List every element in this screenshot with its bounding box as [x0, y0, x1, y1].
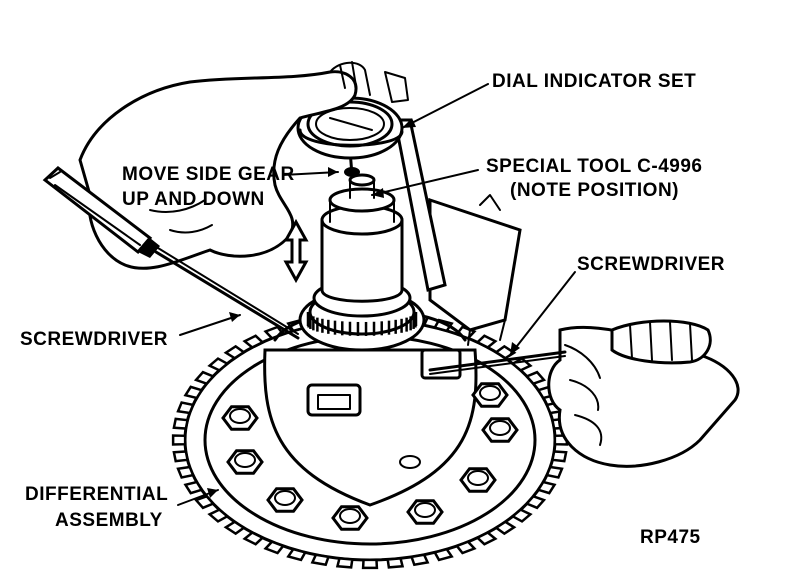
gear-tooth — [432, 547, 454, 562]
right-screwdriver — [428, 319, 712, 375]
gear-tooth — [335, 557, 354, 569]
bolt-head — [226, 449, 264, 475]
label-differential-line2: ASSEMBLY — [55, 510, 163, 531]
gear-tooth — [524, 494, 547, 510]
bolt-head — [331, 505, 369, 531]
gear-tooth — [550, 450, 568, 463]
gear-tooth — [171, 434, 187, 446]
figure-id: RP475 — [640, 527, 701, 548]
label-dial-indicator: DIAL INDICATOR SET — [492, 71, 696, 92]
gear-tooth — [361, 558, 379, 570]
gear-tooth — [176, 465, 195, 479]
label-move-gear-line2: UP AND DOWN — [122, 189, 265, 210]
bolt-head — [459, 467, 497, 493]
gear-tooth — [493, 520, 517, 536]
gear-tooth — [183, 480, 204, 495]
gear-tooth — [242, 334, 265, 349]
bolt-head — [406, 499, 444, 525]
left-screwdriver — [42, 166, 300, 340]
gear-tooth — [176, 401, 195, 415]
label-move-gear-line1: MOVE SIDE GEAR — [122, 164, 295, 185]
gear-tooth — [207, 357, 230, 372]
label-special-tool-line2: (NOTE POSITION) — [510, 180, 679, 201]
gear-tooth — [207, 508, 230, 523]
gear-tooth — [386, 557, 405, 569]
gear-tooth — [432, 318, 454, 333]
gear-tooth — [183, 385, 204, 400]
gear-tooth — [242, 531, 265, 546]
gear-tooth — [510, 508, 533, 523]
gear-tooth — [286, 547, 308, 562]
gear-tooth — [475, 334, 498, 349]
gear-tooth — [223, 344, 247, 360]
gear-tooth — [310, 553, 331, 567]
gear-tooth — [263, 540, 286, 555]
ring-gear-bolts — [221, 382, 519, 531]
gear-tooth — [545, 465, 564, 479]
gear-tooth — [454, 540, 477, 555]
gear-tooth — [193, 494, 216, 510]
label-screwdriver-right: SCREWDRIVER — [577, 254, 725, 275]
gear-tooth — [409, 553, 430, 567]
bolt-head — [471, 382, 509, 408]
label-screwdriver-left: SCREWDRIVER — [20, 329, 168, 350]
gear-tooth — [193, 370, 216, 386]
left-hand — [78, 61, 409, 270]
bolt-head — [266, 487, 304, 513]
gear-tooth — [172, 417, 190, 430]
gear-tooth — [524, 370, 547, 386]
side-gear-hub — [320, 173, 404, 303]
label-special-tool-line1: SPECIAL TOOL C-4996 — [486, 156, 702, 177]
label-differential-line1: DIFFERENTIAL — [25, 484, 168, 505]
gear-tooth — [475, 531, 498, 546]
gear-tooth — [536, 480, 557, 495]
gear-tooth — [172, 450, 190, 463]
bolt-head — [481, 417, 519, 443]
gear-tooth — [223, 520, 247, 536]
bolt-head — [221, 405, 259, 431]
up-down-arrow — [283, 218, 309, 284]
leader-lines — [177, 83, 576, 506]
